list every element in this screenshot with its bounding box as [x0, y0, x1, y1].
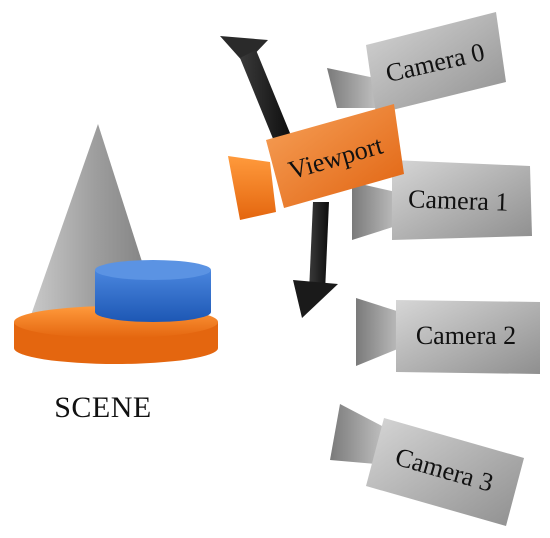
- camera-2-body: [396, 300, 540, 374]
- down-arrow-shaft: [309, 202, 329, 292]
- scene-label: SCENE: [54, 391, 152, 424]
- camera-2-lens: [356, 298, 400, 366]
- camera-0-lens: [327, 68, 375, 108]
- camera-2-label: Camera 2: [416, 321, 516, 350]
- viewport-body: [266, 104, 404, 208]
- scene-blue-cylinder: [95, 260, 211, 322]
- down-arrow-head: [293, 280, 338, 318]
- camera-3-lens: [330, 404, 382, 464]
- camera-0-body: [366, 12, 506, 114]
- down-arrow: [293, 202, 338, 318]
- up-arrow-head: [220, 36, 268, 64]
- camera-1: Camera 1: [352, 160, 532, 240]
- up-arrow-shaft: [240, 50, 292, 146]
- scene-group: SCENE: [14, 124, 218, 424]
- camera-3-body: [366, 418, 524, 526]
- viewport-camera: Viewport: [228, 104, 404, 220]
- camera-2: Camera 2: [356, 298, 540, 374]
- viewport-lens: [228, 156, 276, 220]
- camera-1-lens: [352, 182, 396, 240]
- camera-3: Camera 3: [330, 404, 524, 526]
- camera-0: Camera 0: [327, 12, 506, 114]
- up-arrow: [220, 36, 292, 146]
- camera-1-body: [392, 160, 532, 240]
- camera-1-label: Camera 1: [408, 184, 509, 216]
